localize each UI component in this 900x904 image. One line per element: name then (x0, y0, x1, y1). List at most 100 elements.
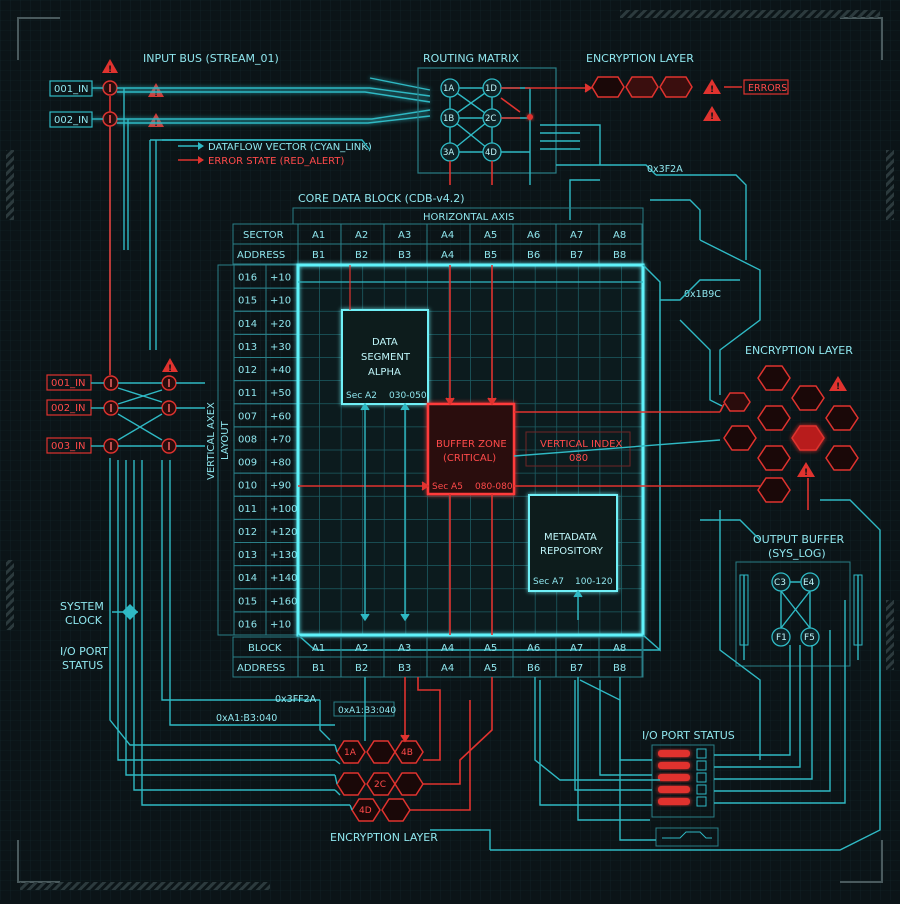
status-led (658, 798, 690, 805)
bottom-cyan-links (319, 677, 660, 850)
svg-text:!: ! (108, 65, 112, 75)
address-cell: B6 (527, 250, 540, 261)
row-offset: +160 (270, 596, 297, 607)
svg-text:001_IN: 001_IN (51, 378, 86, 389)
encryption-right-hexes (723, 365, 859, 503)
output-node-f5: F5 (804, 633, 815, 643)
routing-node-4d: 4D (485, 148, 497, 158)
svg-text:080: 080 (569, 453, 588, 464)
row-id: 012 (238, 365, 257, 376)
grid-cyan-traces (360, 402, 721, 622)
vertical-index-label: VERTICAL INDEX 080 (525, 431, 631, 467)
hatch-bottom (20, 882, 270, 890)
legend-cyan: DATAFLOW VECTOR (CYAN_LINK) (208, 142, 372, 153)
footer-address-label: ADDRESS (237, 663, 285, 674)
row-offset: +90 (270, 481, 291, 492)
input-001-left[interactable]: 001_IN (46, 374, 92, 391)
bottom-hex-4d: 4D (359, 806, 372, 816)
footer-address-cell: B2 (355, 663, 368, 674)
input-001-top[interactable]: 001_IN (49, 80, 93, 97)
bottom-red-links (400, 677, 493, 811)
row-id: 008 (238, 434, 257, 445)
status-led (658, 774, 690, 781)
address-cell: B3 (398, 250, 411, 261)
encryption-bottom-hexes[interactable] (336, 740, 424, 822)
row-offset: +10 (270, 273, 291, 284)
svg-text:SEGMENT: SEGMENT (361, 352, 411, 363)
routing-nodes[interactable] (440, 78, 502, 162)
footer-address-cell: B7 (570, 663, 583, 674)
address-cell: B5 (484, 250, 497, 261)
svg-text:002_IN: 002_IN (54, 115, 89, 126)
routing-node-1d: 1D (485, 84, 497, 94)
output-buffer-bar-left (739, 574, 749, 646)
system-clock-label: SYSTEM (60, 600, 104, 613)
footer-address-cell: A5 (484, 663, 497, 674)
svg-text:(SYS_LOG): (SYS_LOG) (768, 547, 826, 560)
row-offset: +80 (270, 458, 291, 469)
row-id: 015 (238, 596, 257, 607)
address-callout-5: 0xA1:B3:040 (333, 701, 396, 717)
input-002-top[interactable]: 002_IN (49, 111, 93, 128)
row-id: 016 (238, 273, 257, 284)
svg-text:030-050: 030-050 (389, 391, 427, 401)
svg-text:STATUS: STATUS (62, 659, 103, 672)
row-offset: +50 (270, 388, 291, 399)
input-002-left[interactable]: 002_IN (46, 399, 92, 416)
output-node-c3: C3 (774, 578, 786, 588)
address-cell: B7 (570, 250, 583, 261)
bottom-hex-4b: 4B (401, 748, 413, 758)
routing-red-links (449, 83, 593, 185)
svg-text:0xA1:B3:040: 0xA1:B3:040 (338, 706, 396, 716)
block-cell: A1 (312, 643, 325, 654)
row-offset: +100 (270, 504, 297, 515)
legend-red: ERROR STATE (RED_ALERT) (208, 156, 344, 167)
data-segment-alpha[interactable]: DATA SEGMENT ALPHA Sec A2 030-050 (341, 309, 429, 405)
output-buffer-bar-right (853, 574, 863, 646)
svg-text:METADATA: METADATA (544, 532, 597, 543)
svg-text:!: ! (154, 89, 158, 99)
address-label-1: 0x3F2A (647, 164, 683, 175)
svg-text:Sec A2: Sec A2 (346, 391, 377, 401)
bottom-hex-1a: 1A (344, 748, 357, 758)
io-status-bus-box (655, 827, 719, 847)
status-led-box (696, 772, 707, 783)
address-label: ADDRESS (237, 250, 285, 261)
vertical-axis-label: VERTICAL AXEX (206, 402, 217, 480)
svg-text:002_IN: 002_IN (51, 403, 86, 414)
row-id: 014 (238, 319, 257, 330)
block-cell: A2 (355, 643, 368, 654)
footer-address-cell: B3 (398, 663, 411, 674)
row-id: 014 (238, 573, 257, 584)
block-cell: A7 (570, 643, 583, 654)
row-id: 007 (238, 411, 257, 422)
address-label-3: 0x3FF2A (275, 694, 317, 705)
block-cell: A6 (527, 643, 540, 654)
row-offset: +70 (270, 434, 291, 445)
encryption-bottom-title: ENCRYPTION LAYER (330, 831, 438, 844)
right-feed-lines (650, 199, 761, 407)
routing-node-2c: 2C (485, 114, 496, 124)
block-label: BLOCK (248, 643, 282, 654)
metadata-repository[interactable]: METADATA REPOSITORY Sec A7 100-120 (528, 494, 618, 592)
sector-cell: A5 (484, 230, 497, 241)
sector-cell: A2 (355, 230, 368, 241)
status-led (658, 762, 690, 769)
system-clock-icon (112, 604, 138, 620)
row-id: 016 (238, 619, 257, 630)
input-003-left[interactable]: 003_IN (46, 437, 92, 454)
left-vertical-bus (109, 88, 371, 806)
footer-address-cell: B6 (527, 663, 540, 674)
row-offset: +60 (270, 411, 291, 422)
output-node-e4: E4 (803, 578, 815, 588)
status-led-box (696, 784, 707, 795)
routing-node-1a: 1A (443, 84, 454, 94)
footer-address-cell: B8 (613, 663, 626, 674)
row-id: 015 (238, 296, 257, 307)
output-nodes[interactable] (771, 572, 820, 647)
status-led-box (696, 748, 707, 759)
sector-cell: A6 (527, 230, 540, 241)
buffer-zone-critical[interactable]: BUFFER ZONE (CRITICAL) Sec A5 080-080 (426, 402, 516, 496)
